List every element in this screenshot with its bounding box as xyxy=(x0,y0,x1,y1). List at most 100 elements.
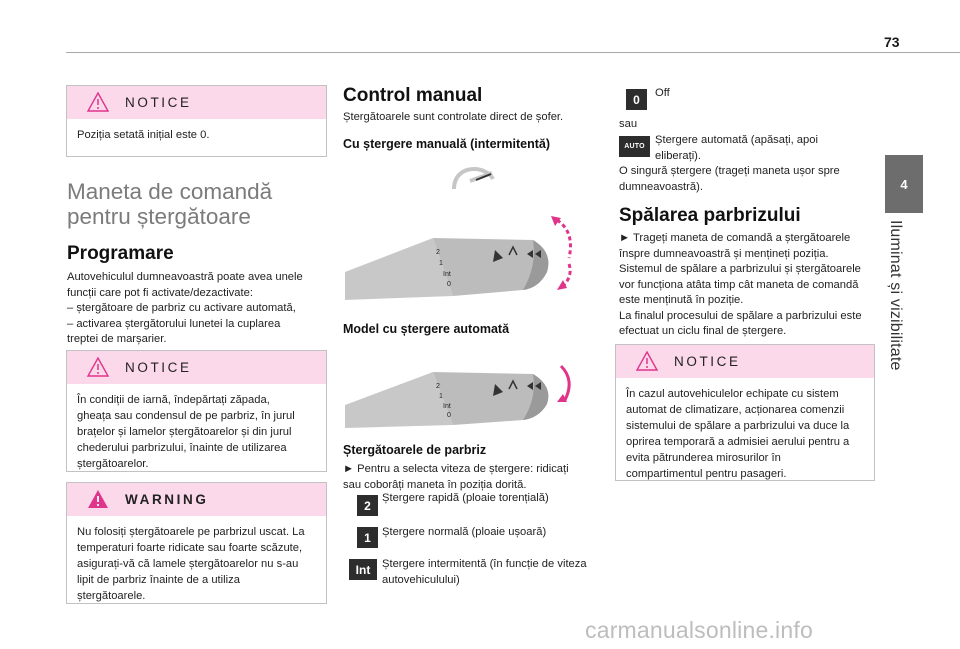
chapter-title-text: Iluminat și vizibilitate xyxy=(887,220,904,371)
svg-text:Int: Int xyxy=(443,271,451,278)
fast-wipe-line: Ștergere rapidă (ploaie torențială) xyxy=(382,492,549,504)
notice-text-line: compartimentul pentru pasageri. xyxy=(626,468,787,480)
section-title-line-2: pentru ștergătoare xyxy=(67,204,251,229)
or-text: sau xyxy=(619,118,638,130)
svg-text:1: 1 xyxy=(439,393,443,400)
svg-text:2: 2 xyxy=(436,383,440,390)
wash-line: este menținută în poziție. xyxy=(619,294,744,306)
programming-line: funcții care pot fi activate/dezactivate… xyxy=(67,286,253,299)
auto-wipe-line: eliberați). xyxy=(655,149,702,162)
intermittent-wipe-line: autovehiculului) xyxy=(382,573,460,586)
caution-icon xyxy=(87,357,109,377)
programming-line: – ștergătoare de parbriz cu activare aut… xyxy=(67,302,296,314)
single-wipe-line: O singură ștergere (trageți maneta ușor … xyxy=(619,165,840,177)
normal-wipe-line: Ștergere normală (ploaie ușoară) xyxy=(382,526,547,538)
warning-text-line: temperaturi foarte ridicate sau foarte s… xyxy=(77,542,303,554)
notice-text-line: ștergătoarelor. xyxy=(77,458,149,470)
normal-wipe-text: Ștergere normală (ploaie ușoară) xyxy=(382,525,546,541)
windscreen-wash-heading: Spălarea parbrizului xyxy=(619,205,801,226)
notice-text-line: În condiții de iarnă, îndepărtați zăpada… xyxy=(77,394,270,406)
programming-heading: Programare xyxy=(67,243,174,264)
svg-text:0: 0 xyxy=(447,412,451,419)
notice-box-air-intake: NOTICE În cazul autovehiculelor echipate… xyxy=(615,344,875,481)
section-title: Maneta de comandă pentru ștergătoare xyxy=(67,179,272,229)
warning-text-line: asigurați-vă că lamele ștergătoarelor nu… xyxy=(77,558,299,570)
wipers-instruction-line: sau coborâți maneta în poziția dorită. xyxy=(343,478,527,491)
warning-text-line: ștergătoarele. xyxy=(77,590,146,602)
header-divider xyxy=(66,52,960,53)
intermittent-wipe-icon: Int xyxy=(349,559,377,580)
notice-label: NOTICE xyxy=(674,354,741,369)
chapter-number-tab[interactable]: 4 xyxy=(885,155,923,213)
page-number: 73 xyxy=(884,34,900,50)
intermittent-wipe-text: Ștergere intermitentă (în funcție de vit… xyxy=(382,557,587,588)
warning-icon xyxy=(88,490,108,508)
notice-text-line: evita pătrunderea mirosurilor în xyxy=(626,452,781,464)
svg-text:Int: Int xyxy=(443,403,451,410)
manual-control-heading: Control manual xyxy=(343,85,483,106)
manual-control-intro: Ștergătoarele sunt controlate direct de … xyxy=(343,111,564,123)
notice-text-line: oprirea temporară a admisiei aerului pen… xyxy=(626,436,850,448)
notice-label: NOTICE xyxy=(125,95,192,110)
notice-header: NOTICE xyxy=(616,345,874,378)
caution-icon xyxy=(636,351,658,371)
svg-text:1: 1 xyxy=(439,260,443,267)
wash-line: La finalul procesului de spălare a parbr… xyxy=(619,309,862,322)
programming-line: treptei de marșarier. xyxy=(67,333,167,345)
wipers-instructions: ► Pentru a selecta viteza de ștergere: r… xyxy=(343,462,569,493)
programming-line: – activarea ștergătorului lunetei la cup… xyxy=(67,317,281,330)
svg-text:2: 2 xyxy=(436,249,440,256)
wash-line: efectuat un ciclu final de ștergere. xyxy=(619,325,787,337)
steering-wheel-icon xyxy=(452,166,495,190)
off-text: Off xyxy=(655,87,670,99)
manual-wipe-heading: Cu ștergere manuală (intermitentă) xyxy=(343,137,550,151)
wash-line: ► Trageți maneta de comandă a ștergătoar… xyxy=(619,232,851,244)
notice-text-line: Poziția setată inițial este 0. xyxy=(77,129,210,141)
windscreen-wash-text: ► Trageți maneta de comandă a ștergătoar… xyxy=(619,231,862,340)
chapter-title: Iluminat și vizibilitate xyxy=(886,220,916,371)
notice-header: NOTICE xyxy=(67,351,326,384)
notice-box-winter: NOTICE În condiții de iarnă, îndepărtați… xyxy=(66,350,327,472)
svg-text:0: 0 xyxy=(447,281,451,288)
notice-text: Poziția setată inițial este 0. xyxy=(67,119,326,143)
notice-text-line: chederului parbrizului, înainte de utili… xyxy=(77,442,287,454)
auto-wipe-icon: AUTO xyxy=(619,136,650,157)
notice-text-line: automat de climatizare, acționarea comen… xyxy=(626,404,845,416)
wipers-instruction-line: ► Pentru a selecta viteza de ștergere: r… xyxy=(343,463,569,475)
wash-line: Sistemul de spălare a parbrizului și ște… xyxy=(619,263,861,275)
fast-wipe-icon: 2 xyxy=(357,495,378,516)
off-icon: 0 xyxy=(626,89,647,110)
auto-wipe-line: Ștergere automată (apăsați, apoi xyxy=(655,134,818,146)
notice-header: NOTICE xyxy=(67,86,326,119)
auto-wipe-text: Ștergere automată (apăsați, apoi elibera… xyxy=(655,133,818,164)
section-title-line-1: Maneta de comandă xyxy=(67,179,273,204)
single-wipe-line: dumneavoastră). xyxy=(619,180,703,193)
wash-line: vor funcționa atâta timp cât maneta de c… xyxy=(619,278,859,291)
single-wipe-text: O singură ștergere (trageți maneta ușor … xyxy=(619,164,840,195)
warning-text-line: Nu folosiți ștergătoarele pe parbrizul u… xyxy=(77,526,305,538)
automatic-wipe-heading: Model cu ștergere automată xyxy=(343,322,510,336)
warning-header: WARNING xyxy=(67,483,326,516)
normal-wipe-icon: 1 xyxy=(357,527,378,548)
notice-label: NOTICE xyxy=(125,360,192,375)
programming-line: Autovehiculul dumneavoastră poate avea u… xyxy=(67,271,303,283)
wash-line: înspre dumneavoastră și mențineți poziți… xyxy=(619,247,829,260)
fast-wipe-text: Ștergere rapidă (ploaie torențială) xyxy=(382,491,549,507)
notice-text-line: gheața sau condensul de pe parbriz, în j… xyxy=(77,410,295,422)
notice-box-initial-position: NOTICE Poziția setată inițial este 0. xyxy=(66,85,327,157)
intermittent-wipe-line: Ștergere intermitentă (în funcție de vit… xyxy=(382,558,587,570)
notice-text-line: În cazul autovehiculelor echipate cu sis… xyxy=(626,388,839,400)
windscreen-wipers-heading: Ștergătoarele de parbriz xyxy=(343,443,487,457)
warning-text-line: lipit de parbriz înainte de a utiliza xyxy=(77,574,240,586)
warning-label: WARNING xyxy=(125,492,209,507)
notice-text-line: sistemului de spălare a parbrizului va d… xyxy=(626,420,850,432)
notice-text: În condiții de iarnă, îndepărtați zăpada… xyxy=(67,384,326,472)
programming-text: Autovehiculul dumneavoastră poate avea u… xyxy=(67,270,303,348)
notice-text: În cazul autovehiculelor echipate cu sis… xyxy=(616,378,874,482)
watermark: carmanualsonline.info xyxy=(585,617,813,643)
warning-box-dry-windscreen: WARNING Nu folosiți ștergătoarele pe par… xyxy=(66,482,327,604)
